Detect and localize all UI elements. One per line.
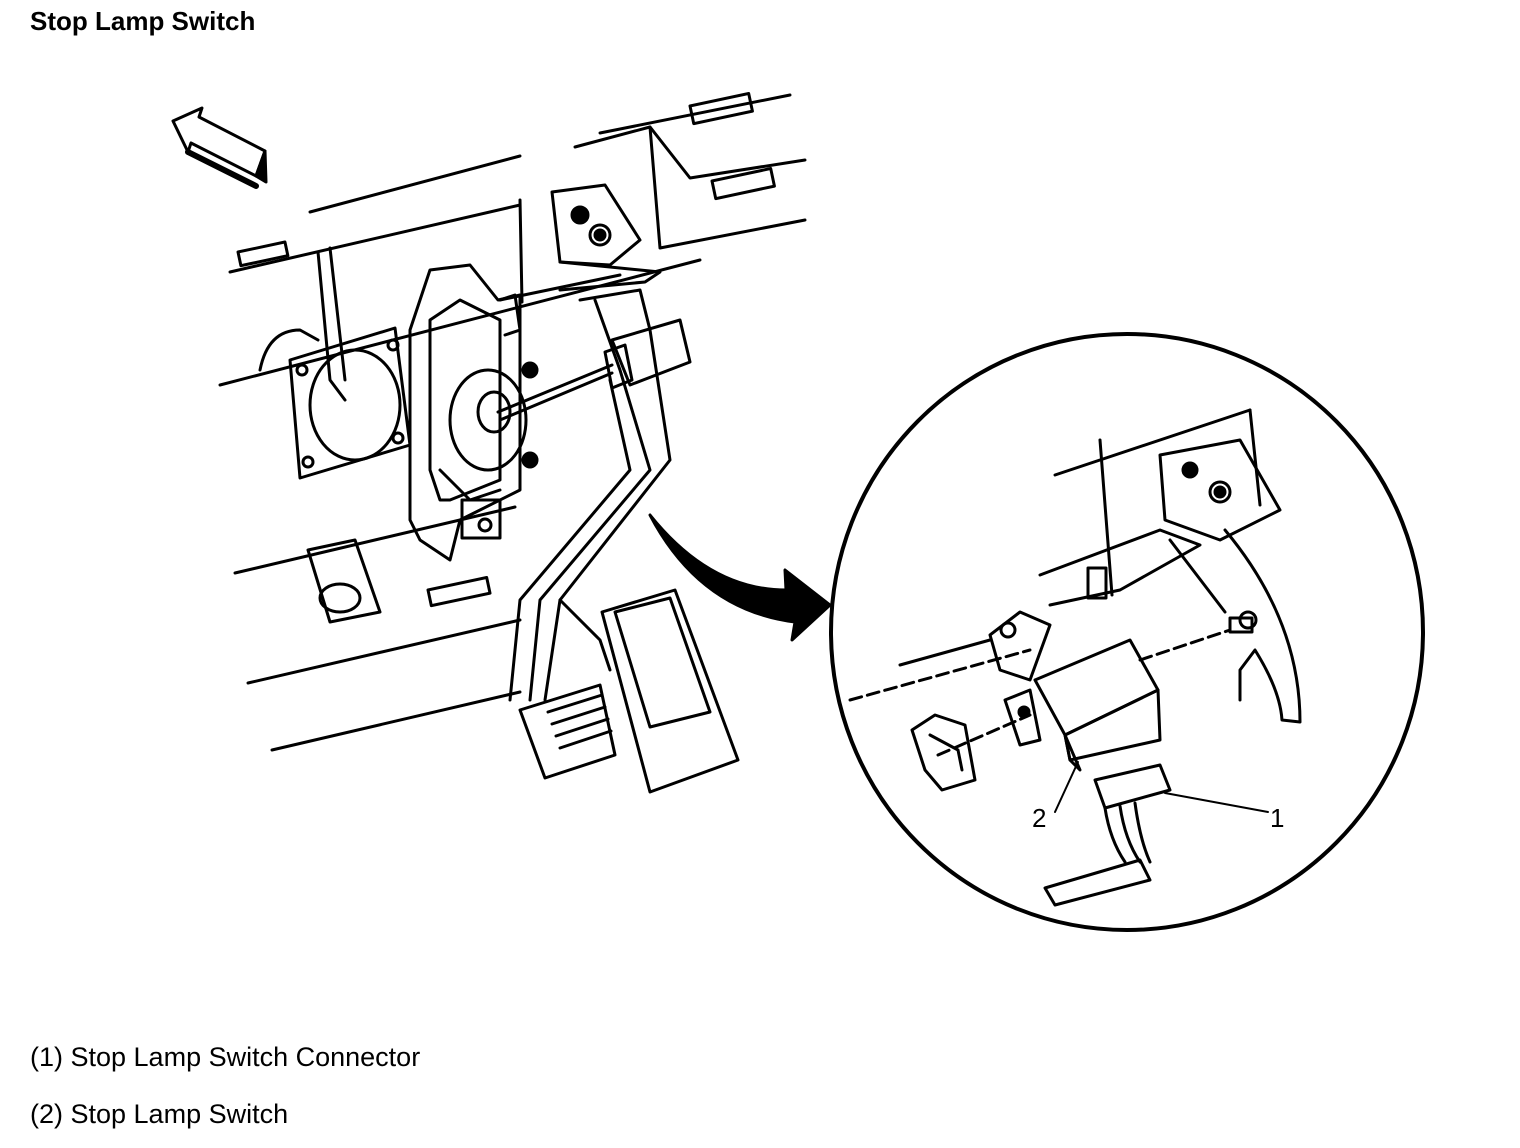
lower-left-bracket <box>306 538 382 624</box>
callout-1: 1 <box>1270 803 1284 833</box>
brake-pedal-arm <box>508 288 672 702</box>
legend-item-switch: (2) Stop Lamp Switch <box>30 1099 289 1129</box>
upper-mount-bracket <box>498 183 662 302</box>
stop-lamp-switch-installed <box>603 318 692 390</box>
brake-booster-flange <box>258 326 412 480</box>
legend-item-connector: (1) Stop Lamp Switch Connector <box>30 1042 421 1072</box>
push-rod <box>496 361 614 469</box>
detail-view <box>829 332 1425 932</box>
detail-pointer-arrow-icon <box>648 513 832 642</box>
callout-2: 2 <box>1032 803 1046 833</box>
right-pedal-pad <box>558 588 740 794</box>
page-title: Stop Lamp Switch <box>30 6 256 36</box>
dash-panel <box>218 92 807 752</box>
direction-arrow-icon <box>171 106 268 189</box>
brake-pedal-pad <box>518 683 617 780</box>
